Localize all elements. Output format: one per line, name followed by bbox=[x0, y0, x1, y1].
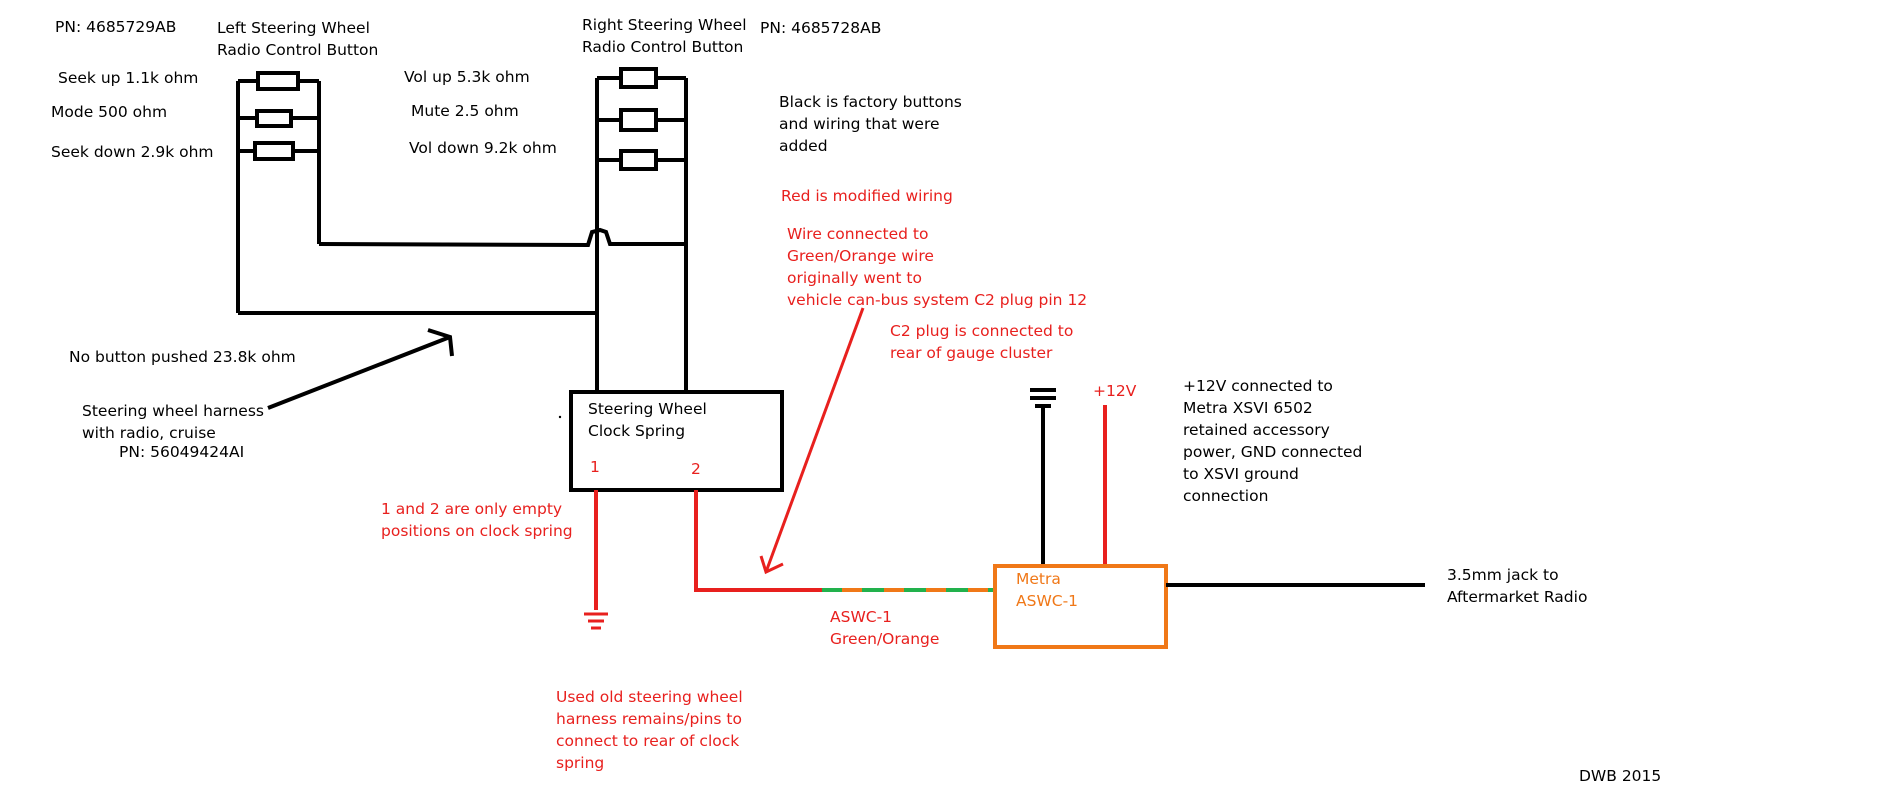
black-ground-icon bbox=[1030, 388, 1056, 566]
vol-down-label: Vol down 9.2k ohm bbox=[409, 139, 557, 157]
harness-part-number: PN: 56049424AI bbox=[119, 443, 245, 461]
no-button-label: No button pushed 23.8k ohm bbox=[69, 348, 296, 366]
c2-plug-note: C2 plug is connected to rear of gauge cl… bbox=[890, 322, 1074, 362]
red-wiring-note: Red is modified wiring bbox=[781, 187, 953, 205]
right-button-title: Right Steering Wheel Radio Control Butto… bbox=[582, 16, 747, 56]
clock-spring-box bbox=[569, 390, 784, 492]
metra-box bbox=[993, 564, 1168, 649]
clock-spring-pin-2: 2 bbox=[691, 460, 701, 478]
clock-spring-pin-1: 1 bbox=[590, 458, 600, 476]
left-resistor-mode bbox=[255, 109, 293, 128]
right-button-part-number: PN: 4685728AB bbox=[760, 19, 882, 37]
left-button-part-number: PN: 4685729AB bbox=[55, 18, 177, 36]
right-resistor-mute bbox=[619, 108, 658, 132]
right-resistor-vol-up bbox=[619, 67, 658, 89]
old-harness-note: Used old steering wheel harness remains/… bbox=[556, 688, 743, 772]
vol-up-label: Vol up 5.3k ohm bbox=[404, 68, 530, 86]
empty-positions-note: 1 and 2 are only empty positions on cloc… bbox=[381, 500, 573, 540]
plus12v-note: +12V connected to Metra XSVI 6502 retain… bbox=[1183, 377, 1363, 505]
left-button-wiring bbox=[236, 71, 321, 313]
aswc-wire-label: ASWC-1 Green/Orange bbox=[830, 608, 940, 648]
modified-wiring bbox=[594, 405, 1107, 610]
signature: DWB 2015 bbox=[1579, 767, 1662, 785]
right-resistor-vol-down bbox=[619, 149, 658, 171]
left-resistor-seek-up bbox=[256, 71, 300, 91]
jack-note: 3.5mm jack to Aftermarket Radio bbox=[1447, 566, 1588, 606]
left-resistor-seek-down bbox=[253, 141, 295, 161]
metra-title: Metra ASWC-1 bbox=[1016, 570, 1079, 610]
mute-label: Mute 2.5 ohm bbox=[411, 102, 519, 120]
seek-up-label: Seek up 1.1k ohm bbox=[58, 69, 199, 87]
can-bus-arrow bbox=[759, 307, 865, 575]
harness-arrow bbox=[267, 328, 454, 410]
left-button-title: Left Steering Wheel Radio Control Button bbox=[217, 19, 379, 59]
right-button-wiring bbox=[595, 67, 688, 390]
clock-spring-title: Steering Wheel Clock Spring bbox=[588, 400, 707, 440]
mode-label: Mode 500 ohm bbox=[51, 103, 168, 121]
can-bus-wire-note: Wire connected to Green/Orange wire orig… bbox=[787, 225, 1088, 309]
red-ground-icon bbox=[584, 612, 608, 630]
seek-down-label: Seek down 2.9k ohm bbox=[51, 143, 214, 161]
black-wiring-note: Black is factory buttons and wiring that… bbox=[779, 93, 962, 155]
plus12v-label: +12V bbox=[1093, 382, 1137, 400]
harness-label: Steering wheel harness with radio, cruis… bbox=[82, 402, 264, 442]
harness-wires bbox=[238, 227, 686, 315]
stray-dot bbox=[558, 415, 562, 419]
